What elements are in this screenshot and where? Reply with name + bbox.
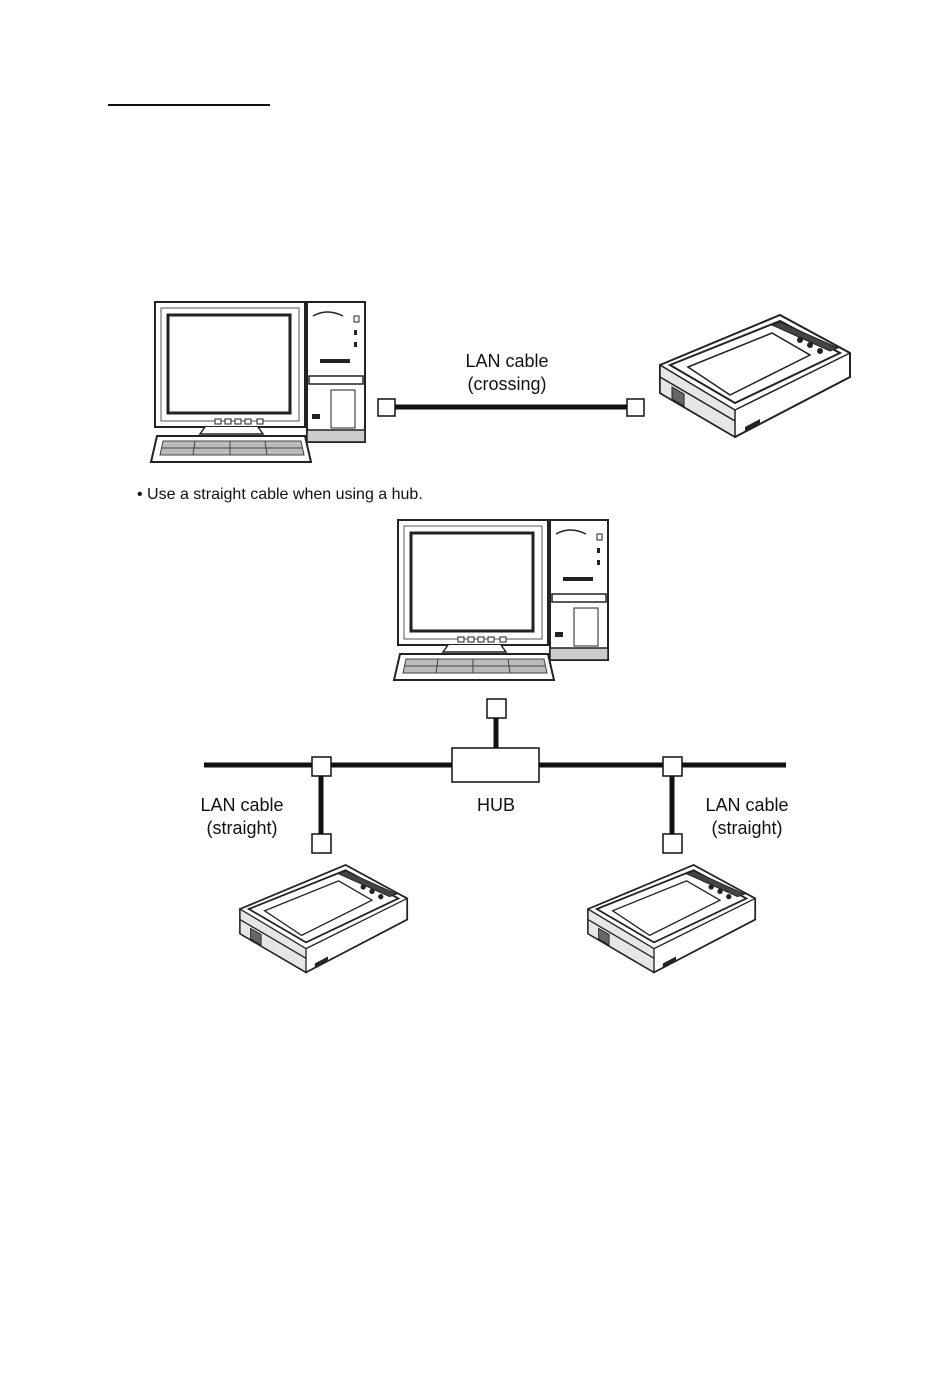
cable-connector-icon — [663, 834, 682, 853]
crossing-cable-label: LAN cable (crossing) — [455, 350, 559, 396]
crossing-cable-label-line1: LAN cable — [455, 350, 559, 373]
left-cable-label-line2: (straight) — [190, 817, 294, 840]
right-cable-label-line2: (straight) — [695, 817, 799, 840]
hub-note: • Use a straight cable when using a hub. — [137, 485, 423, 505]
cable-connector-icon — [312, 834, 331, 853]
computer-icon — [394, 520, 608, 680]
right-cable-label: LAN cable (straight) — [695, 794, 799, 840]
recorder-device-icon — [240, 865, 407, 972]
crossing-cable-label-line2: (crossing) — [455, 373, 559, 396]
cable-connector-icon — [663, 757, 682, 776]
left-cable-label-line1: LAN cable — [190, 794, 294, 817]
hub-box — [452, 748, 539, 782]
cable-connector-icon — [312, 757, 331, 776]
hub-label: HUB — [462, 794, 530, 817]
right-cable-label-line1: LAN cable — [695, 794, 799, 817]
recorder-device-icon — [588, 865, 755, 972]
left-cable-label: LAN cable (straight) — [190, 794, 294, 840]
cable-connector-icon — [627, 399, 644, 416]
cable-connector-icon — [378, 399, 395, 416]
recorder-device-icon — [660, 315, 850, 437]
computer-icon — [151, 302, 365, 462]
cable-connector-icon — [487, 699, 506, 718]
